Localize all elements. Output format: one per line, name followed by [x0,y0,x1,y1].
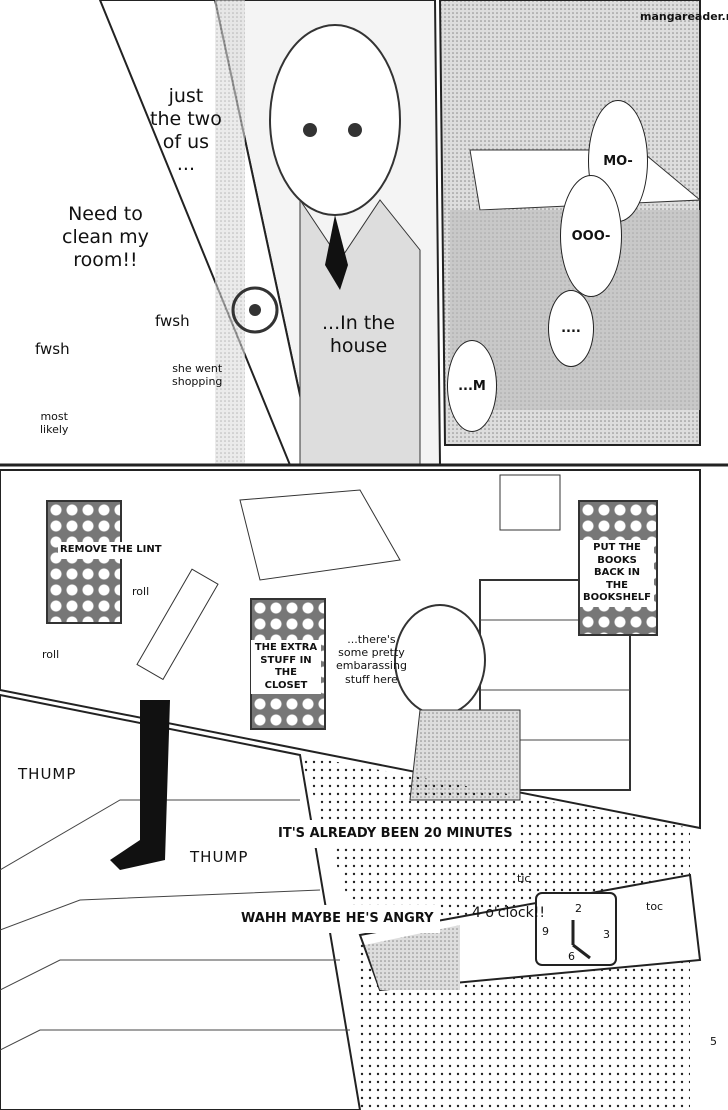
sfx-thump-2: THUMP [190,848,249,866]
clock-number-6: 6 [568,950,575,963]
panel-stairs [0,693,362,1110]
caption-clean-room: Need to clean my room!! [62,203,149,271]
bubble-ooo: OOO- [560,175,622,297]
sfx-thump-1: THUMP [18,765,77,783]
box-remove-lint: REMOVE THE LINT [58,542,164,559]
box-put-books: PUT THE BOOKS BACK IN THE BOOKSHELF [580,540,654,607]
note-shopping: she went shopping [172,362,223,389]
sfx-toc: toc [646,900,664,913]
caption-in-house: ...In the house [322,312,395,357]
sfx-roll-1: roll [132,585,150,598]
sfx-tic: tic [517,872,531,885]
caption-just-the-two: just the two of us ... [150,85,222,176]
sfx-roll-2: roll [42,648,60,661]
caption-4-oclock: 4 o'clock!! [472,905,545,921]
bubble-m: ...M [447,340,497,432]
tone-box [46,500,122,624]
box-extra-stuff: THE EXTRA STUFF IN THE CLOSET [251,640,321,694]
clock-number-2: 2 [575,902,582,915]
panel-cleaning [0,469,701,830]
sfx-fwsh-2: fwsh [35,340,70,358]
bubble-dots: .... [548,290,594,367]
note-embarassing: ...there's some pretty embarassing stuff… [336,633,407,686]
page-number: 5 [710,1035,717,1048]
clock-number-3: 3 [603,928,610,941]
bubble-angry: WAHH MAYBE HE'S ANGRY [235,905,440,934]
watermark: mangareader.net [640,10,728,23]
note-most-likely: most likely [40,410,69,437]
bubble-20-minutes: IT'S ALREADY BEEN 20 MINUTES [272,820,519,849]
sfx-fwsh-1: fwsh [155,312,190,330]
clock-number-9: 9 [542,925,549,938]
